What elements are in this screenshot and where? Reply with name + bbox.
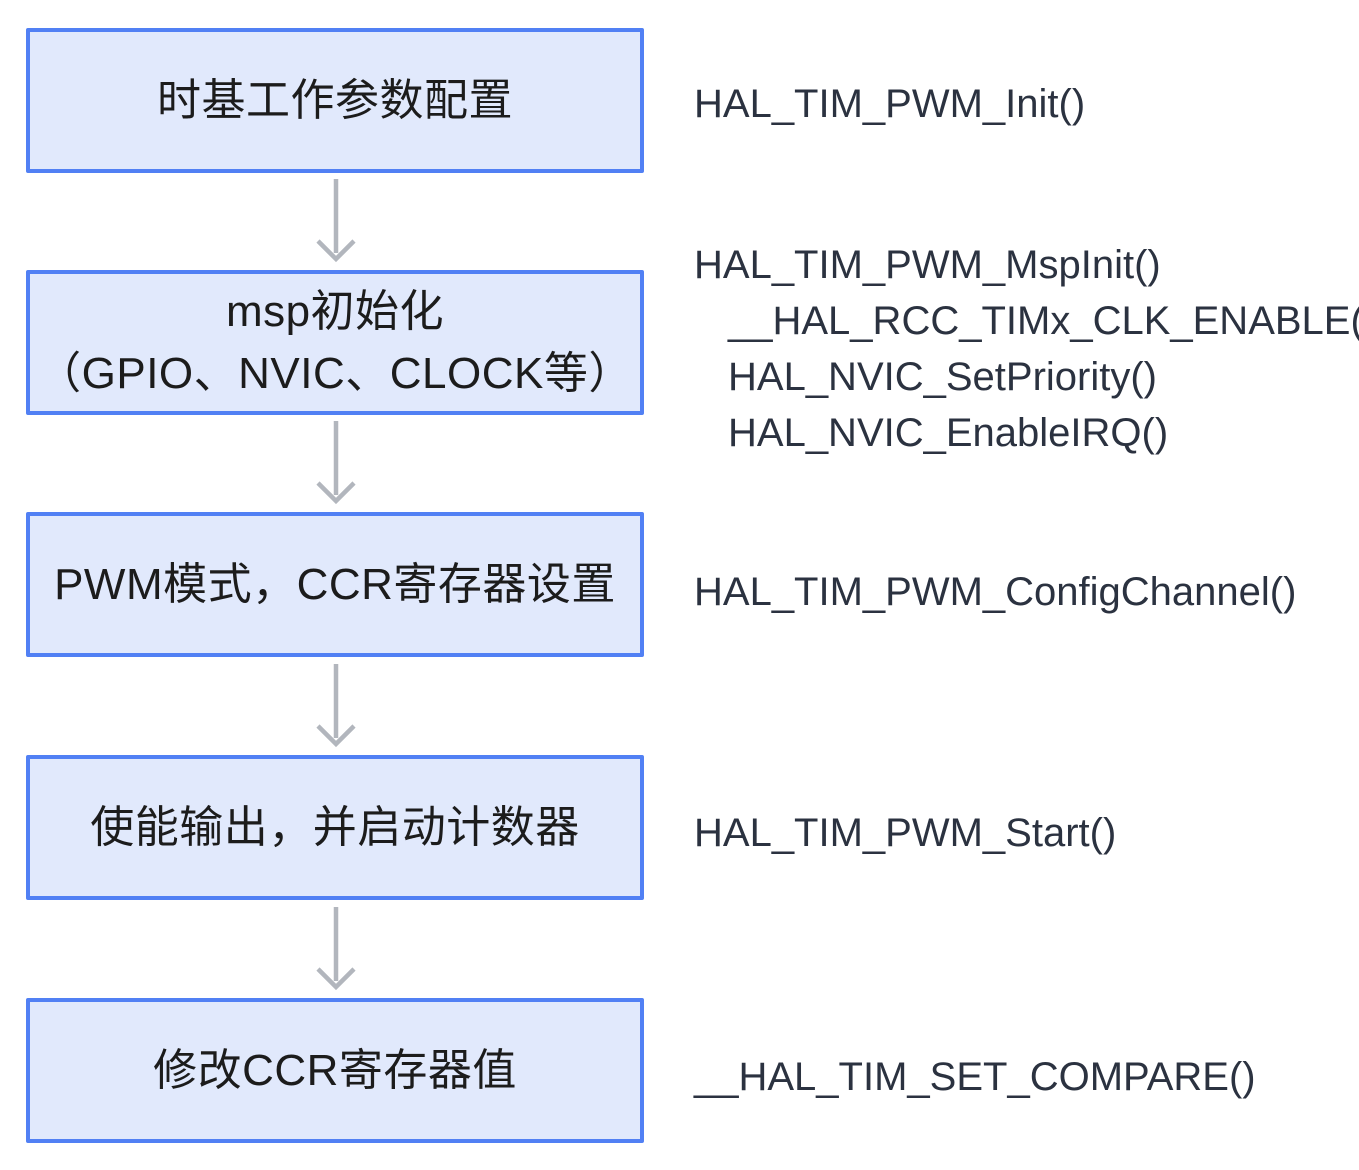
flow-box-label: 时基工作参数配置: [157, 75, 513, 125]
flow-box-label: msp初始化: [225, 286, 445, 336]
function-group-msp-init: HAL_TIM_PWM_MspInit() __HAL_RCC_TIMx_CLK…: [694, 237, 1359, 461]
down-arrow-icon: [316, 179, 356, 263]
function-label-hal-tim-pwm-configchannel: HAL_TIM_PWM_ConfigChannel(): [694, 570, 1297, 614]
flow-box-enable-output-start-counter: 使能输出，并启动计数器: [26, 755, 644, 900]
function-label-hal-tim-pwm-init: HAL_TIM_PWM_Init(): [694, 82, 1086, 126]
function-label-hal-nvic-enableirq: HAL_NVIC_EnableIRQ(): [728, 411, 1169, 455]
down-arrow-icon: [316, 421, 356, 505]
function-label-hal-tim-pwm-start: HAL_TIM_PWM_Start(): [694, 811, 1117, 855]
flow-box-label: PWM模式，CCR寄存器设置: [54, 559, 616, 609]
down-arrow-icon: [316, 664, 356, 748]
flow-box-modify-ccr-value: 修改CCR寄存器值: [26, 998, 644, 1143]
function-label-hal-rcc-timx-clk-enable: __HAL_RCC_TIMx_CLK_ENABLE(): [728, 299, 1359, 343]
flow-box-label: 修改CCR寄存器值: [153, 1045, 517, 1095]
function-label-hal-nvic-setpriority: HAL_NVIC_SetPriority(): [728, 355, 1158, 399]
flow-box-sublabel: （GPIO、NVIC、CLOCK等）: [37, 348, 633, 398]
flow-box-pwm-mode-ccr-setup: PWM模式，CCR寄存器设置: [26, 512, 644, 657]
flow-box-label: 使能输出，并启动计数器: [90, 802, 580, 852]
flow-box-timebase-config: 时基工作参数配置: [26, 28, 644, 173]
function-label-hal-tim-pwm-mspinit: HAL_TIM_PWM_MspInit(): [694, 243, 1161, 287]
down-arrow-icon: [316, 907, 356, 991]
function-label-hal-tim-set-compare: __HAL_TIM_SET_COMPARE(): [694, 1055, 1256, 1099]
flow-box-msp-init: msp初始化 （GPIO、NVIC、CLOCK等）: [26, 270, 644, 415]
